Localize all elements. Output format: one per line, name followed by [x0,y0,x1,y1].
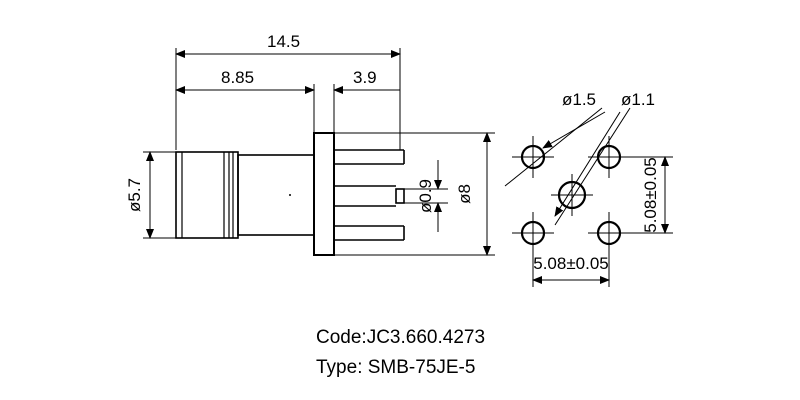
footprint-dimensions [532,156,673,287]
product-code: Code:JC3.660.4273 [316,327,486,348]
dim-body-diameter: ø5.7 [125,178,144,212]
center-hole [557,180,587,210]
plug-rear-body [237,154,315,236]
dim-vertical-spacing: 5.08±0.05 [641,157,660,233]
dimension-lines [146,50,491,256]
dim-horizontal-spacing: 5.08±0.05 [533,254,609,273]
product-type: Type: SMB-75JE-5 [316,357,476,378]
dim-body-length: 8.85 [221,68,254,87]
dim-center-hole-diameter: ø1.5 [562,90,596,109]
dim-center-pin-diameter: ø0.9 [416,179,435,213]
side-view [175,132,405,256]
pcb-footprint: ø1.5 ø1.1 5.08±0.05 5.08±0.05 [504,90,673,287]
center-mark [289,194,291,196]
flange [313,132,335,256]
hole-centerlines [512,136,630,254]
corner-hole [520,144,546,170]
dim-flange-size: ø8 [455,184,474,204]
diameter-leaders [504,107,631,226]
dim-corner-hole-diameter: ø1.1 [621,90,655,109]
dim-pin-length: 3.9 [353,68,377,87]
dim-overall-length: 14.5 [267,32,300,51]
